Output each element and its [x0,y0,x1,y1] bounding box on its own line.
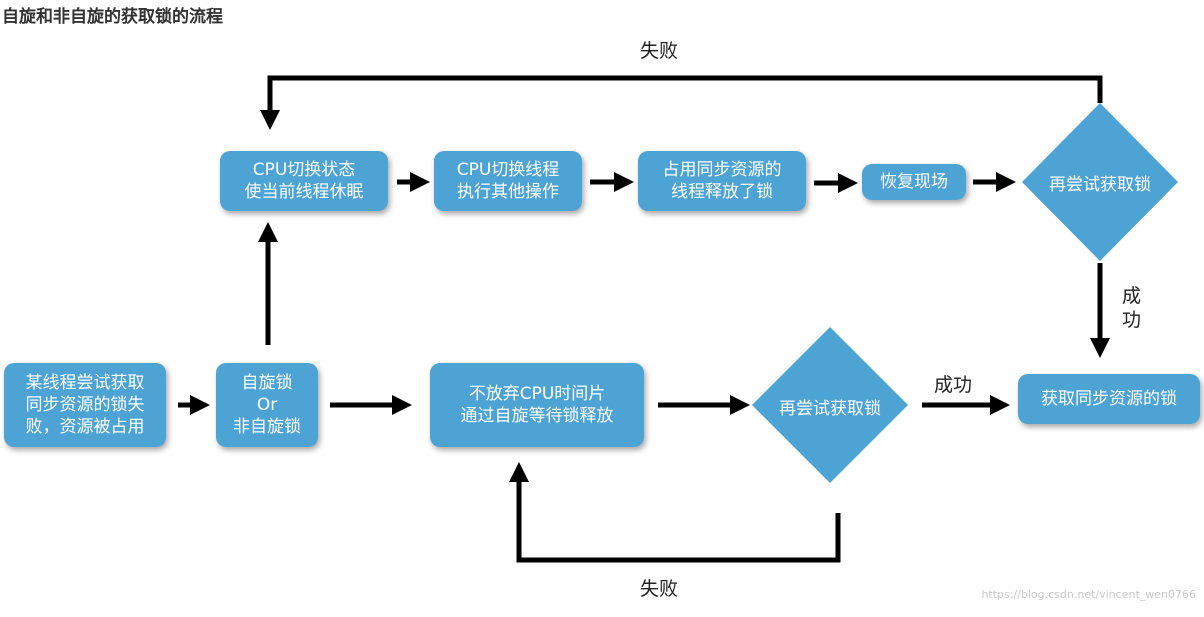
diamond-retry-top [1022,103,1178,261]
label-fail-bottom: 失败 [640,578,679,600]
label-fail-top: 失败 [640,40,679,62]
node-acquired: 获取同步资源的锁 [1018,374,1200,424]
label-success-right: 成 功 [1122,285,1142,331]
arrow-fail-bottom [509,462,841,563]
node-cpu-other: CPU切换线程执行其他操作 [434,151,582,211]
arrow-fail-top [260,75,1103,130]
watermark: https://blog.csdn.net/vincent_wen0766 [981,588,1196,601]
diamond-retry-bottom [752,327,908,483]
node-retry-top: 再尝试获取锁 [1049,175,1151,195]
node-cpu-sleep: CPU切换状态使当前线程休眠 [220,151,388,211]
node-release: 占用同步资源的线程释放了锁 [638,151,806,211]
node-start: 某线程尝试获取同步资源的锁失败，资源被占用 [4,363,166,447]
node-restore: 恢复现场 [862,164,966,200]
node-retry-bottom: 再尝试获取锁 [779,399,881,419]
node-spin: 不放弃CPU时间片通过自旋等待锁释放 [430,363,644,447]
page-title: 自旋和非自旋的获取锁的流程 [2,7,223,27]
label-success-bottom: 成功 [934,374,973,396]
